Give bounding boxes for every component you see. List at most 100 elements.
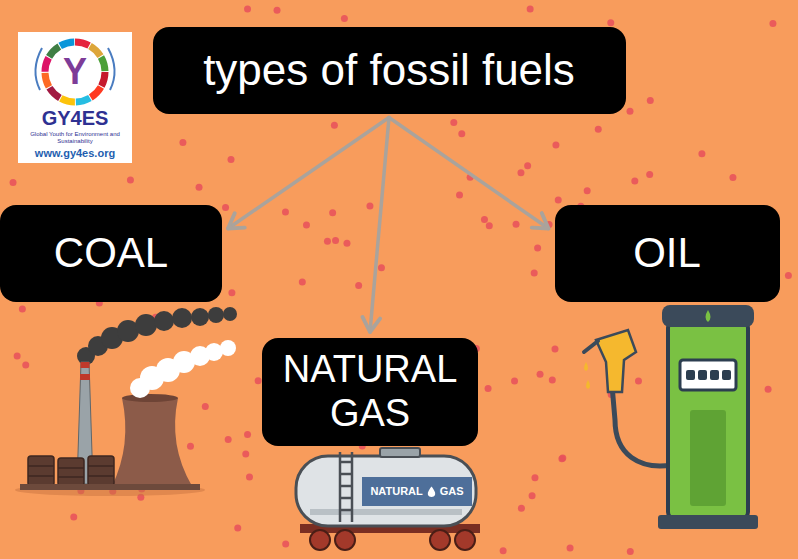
black-smoke <box>154 311 174 331</box>
background-dot <box>246 473 253 480</box>
background-dot <box>450 119 457 126</box>
background-dot <box>187 443 194 450</box>
background-dot <box>558 455 565 462</box>
coal-bin-ribs <box>28 466 114 477</box>
pump-panel <box>690 410 726 506</box>
background-dot <box>127 176 134 183</box>
background-dot <box>228 289 235 296</box>
coal-bins <box>58 458 84 486</box>
pump-base <box>658 515 758 529</box>
fuel-drops <box>586 380 590 389</box>
background-dot <box>567 545 574 552</box>
background-dot <box>511 378 518 385</box>
background-dot <box>785 272 792 279</box>
background-dot <box>595 126 602 133</box>
box-label: NATURAL GAS <box>275 348 465 435</box>
background-dot <box>531 269 538 276</box>
chimney-band <box>81 362 90 368</box>
background-dot <box>698 150 705 157</box>
pump-display-digits <box>698 370 707 380</box>
fuel-type-box: NATURAL GAS <box>262 338 478 446</box>
background-dot <box>627 108 634 115</box>
background-dot <box>228 156 235 163</box>
tank-label-band: NATURAL GAS <box>362 477 472 506</box>
coal-bins <box>88 456 114 486</box>
background-dot <box>22 361 29 368</box>
background-dot <box>769 20 776 27</box>
logo-laurel <box>35 48 114 90</box>
background-dot <box>555 196 562 203</box>
logo-wordmark: GY4ES <box>18 107 132 129</box>
logo-panel <box>18 32 132 163</box>
pump-cap <box>662 305 754 327</box>
white-steam <box>220 340 236 356</box>
background-dot <box>331 122 338 129</box>
white-steam <box>205 343 223 361</box>
background-dot <box>765 386 772 393</box>
background-dot <box>324 238 331 245</box>
logo-ring <box>45 42 105 102</box>
logo-ring <box>45 42 105 102</box>
white-steam <box>130 340 236 398</box>
background-dot <box>549 376 556 383</box>
background-dot <box>631 177 638 184</box>
background-dot <box>299 278 306 285</box>
branch-arrow <box>370 118 389 333</box>
coal-bins <box>28 456 114 486</box>
pump-display-digits <box>722 370 731 380</box>
branch-arrow <box>228 118 389 229</box>
box-label: OIL <box>633 229 701 277</box>
fuel-pump <box>584 305 758 529</box>
tank-ladder <box>340 461 352 464</box>
coal-bins <box>28 456 54 486</box>
background-dot <box>729 174 736 181</box>
flame-icon <box>428 486 435 496</box>
background-dot <box>517 169 524 176</box>
nozzle-spout <box>584 341 598 352</box>
logo-ring <box>45 42 105 102</box>
pump-body <box>668 322 748 518</box>
logo-ring <box>45 42 105 102</box>
black-smoke <box>135 314 157 336</box>
box-label: types of fossil fuels <box>203 45 575 96</box>
background-dot <box>343 240 350 247</box>
background-dot <box>647 97 654 104</box>
logo-ring <box>45 42 105 102</box>
background-dot <box>518 505 525 512</box>
background-dot <box>341 15 348 22</box>
pump-display <box>680 360 736 390</box>
logo-tagline: Global Youth for Environment and Sustain… <box>22 131 128 144</box>
tank-label: GAS <box>440 486 464 497</box>
ground-shadow <box>15 484 205 496</box>
background-dot <box>458 130 465 137</box>
flame-icon <box>427 486 436 498</box>
background-dot <box>332 237 339 244</box>
background-dot <box>14 352 21 359</box>
background-dot <box>524 162 531 169</box>
tank-label: NATURAL <box>370 486 422 497</box>
background-dot <box>303 222 310 229</box>
background-dot <box>244 6 251 13</box>
logo-ring <box>45 42 105 102</box>
background-dot <box>529 492 536 499</box>
logo-ring <box>45 42 105 102</box>
background-dot <box>242 450 249 457</box>
background-dot <box>485 385 492 392</box>
pump-display-digits <box>710 370 719 380</box>
background-dot <box>255 377 262 384</box>
background-dot <box>537 371 544 378</box>
black-smoke <box>223 307 237 321</box>
logo-ring <box>45 42 105 102</box>
tanker-wheels <box>430 530 450 550</box>
tank-hatch <box>380 448 420 457</box>
background-dot <box>552 142 559 149</box>
background-dot <box>456 192 463 199</box>
logo-letter: Y <box>45 54 105 90</box>
tank-ladder <box>340 452 352 522</box>
background-dot <box>607 19 614 26</box>
tanker-wheels <box>335 530 355 550</box>
background-dot <box>559 454 566 461</box>
